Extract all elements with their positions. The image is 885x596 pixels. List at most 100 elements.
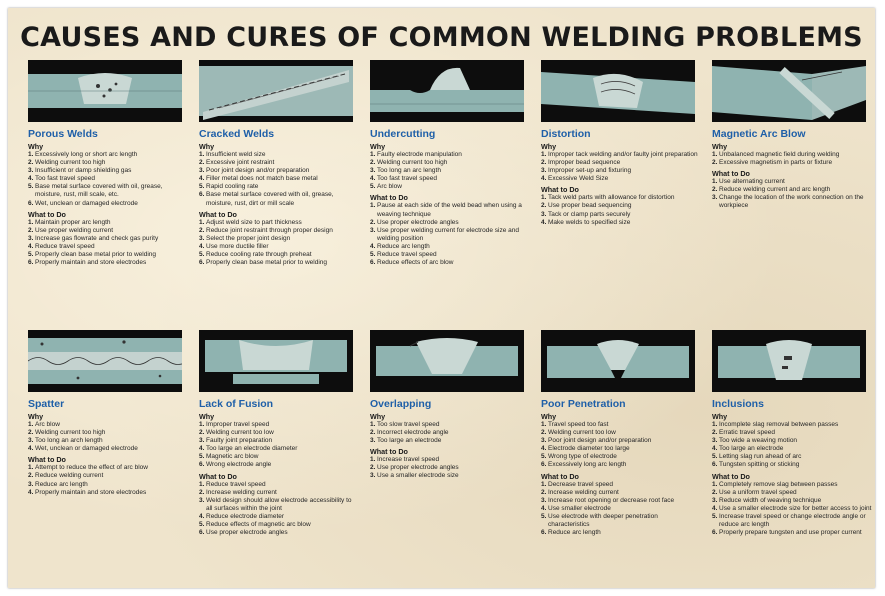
list-item: Welding current too high xyxy=(28,429,106,437)
what-list: Maintain proper arc length Use proper we… xyxy=(28,219,188,268)
list-item: Arc blow xyxy=(28,421,60,429)
what-to-do-heading: What to Do xyxy=(712,169,750,179)
card-distortion: Distortion Why Improper tack welding and… xyxy=(541,60,701,227)
why-list: Unbalanced magnetic field during welding… xyxy=(712,151,872,167)
list-item: Properly maintain and store electrodes xyxy=(28,259,147,267)
card-title: Cracked Welds xyxy=(199,128,275,140)
list-item: Reduce arc length xyxy=(28,480,88,489)
card-magnetic-arc-blow: Magnetic Arc Blow Why Unbalanced magneti… xyxy=(712,60,872,211)
list-item: Rapid cooling rate xyxy=(199,183,259,191)
list-item: Too wide a weaving motion xyxy=(712,437,798,445)
list-item: Reduce width of weaving technique xyxy=(712,496,822,505)
why-list: Arc blow Welding current too high Too lo… xyxy=(28,421,188,453)
list-item: Welding current too low xyxy=(541,429,616,437)
list-item: Reduce arc length xyxy=(370,242,430,251)
list-item: Attempt to reduce the effect of arc blow xyxy=(28,464,148,472)
list-item: Increase root opening or decrease root f… xyxy=(541,496,675,505)
why-heading: Why xyxy=(28,142,44,151)
list-item: Wrong type of electrode xyxy=(541,453,617,461)
why-list: Improper travel speed Welding current to… xyxy=(199,421,359,470)
why-list: Incomplete slag removal between passes E… xyxy=(712,421,872,470)
card-title: Lack of Fusion xyxy=(199,398,274,410)
what-list: Increase travel speed Use proper electro… xyxy=(370,456,530,480)
lack-of-fusion-illustration xyxy=(199,330,353,392)
card-title: Spatter xyxy=(28,398,65,410)
why-heading: Why xyxy=(541,142,557,151)
spatter-illustration xyxy=(28,330,182,392)
distortion-illustration xyxy=(541,60,695,122)
list-item: Increase welding current xyxy=(199,488,277,497)
list-item: Reduce travel speed xyxy=(28,242,95,251)
list-item: Base metal surface covered with oil, gre… xyxy=(199,191,334,207)
list-item: Electrode diameter too large xyxy=(541,445,630,453)
why-heading: Why xyxy=(541,412,557,421)
what-list: Tack weld parts with allowance for disto… xyxy=(541,194,701,226)
list-item: Poor joint design and/or preparation xyxy=(199,167,310,175)
list-item: Too large an electrode xyxy=(712,445,784,453)
overlapping-illustration xyxy=(370,330,524,392)
list-item: Use a smaller electrode size xyxy=(370,472,459,480)
list-item: Adjust weld size to part thickness xyxy=(199,218,302,227)
why-heading: Why xyxy=(370,142,386,151)
why-list: Improper tack welding and/or faulty join… xyxy=(541,151,701,183)
list-item: Wet, unclean or damaged electrode xyxy=(28,199,138,208)
list-item: Improper set-up and fixturing xyxy=(541,167,632,175)
list-item: Too large an electrode diameter xyxy=(199,445,298,453)
what-to-do-heading: What to Do xyxy=(541,471,579,481)
list-item: Decrease travel speed xyxy=(541,480,614,489)
list-item: Maintain proper arc length xyxy=(28,218,111,227)
card-porous-welds: Porous Welds Why Excessively long or sho… xyxy=(28,60,188,267)
list-item: Excessively long arc length xyxy=(541,461,627,469)
list-item: Change the location of the work connecti… xyxy=(712,194,864,210)
list-item: Magnetic arc blow xyxy=(199,453,259,461)
list-item: Improper travel speed xyxy=(199,421,270,429)
why-heading: Why xyxy=(712,412,728,421)
list-item: Reduce electrode diameter xyxy=(199,512,285,521)
what-list: Completely remove slag between passes Us… xyxy=(712,481,872,538)
list-item: Tungsten spitting or sticking xyxy=(712,461,800,469)
list-item: Insufficient weld size xyxy=(199,151,266,159)
card-overlapping: Overlapping Why Too slow travel speed In… xyxy=(370,330,530,481)
list-item: Reduce cooling rate through preheat xyxy=(199,251,312,259)
what-to-do-heading: What to Do xyxy=(28,209,66,219)
card-poor-penetration: Poor Penetration Why Travel speed too fa… xyxy=(541,330,701,537)
why-list: Insufficient weld size Excessive joint r… xyxy=(199,151,359,208)
what-list: Pause at each side of the weld bead when… xyxy=(370,202,530,267)
list-item: Reduce effects of magnetic arc blow xyxy=(199,521,311,529)
what-to-do-heading: What to Do xyxy=(370,447,408,457)
list-item: Filler metal does not match base metal xyxy=(199,175,318,183)
list-item: Wet, unclean or damaged electrode xyxy=(28,445,138,453)
list-item: Use smaller electrode xyxy=(541,504,611,513)
why-heading: Why xyxy=(370,412,386,421)
card-title: Magnetic Arc Blow xyxy=(712,128,806,140)
card-title: Poor Penetration xyxy=(541,398,626,410)
list-item: Faulty electrode manipulation xyxy=(370,151,462,159)
list-item: Weld design should allow electrode acces… xyxy=(199,496,352,512)
list-item: Increase gas flowrate and check gas puri… xyxy=(28,234,159,243)
list-item: Make welds to specified size xyxy=(541,218,631,227)
list-item: Use proper welding current xyxy=(28,226,114,235)
card-title: Porous Welds xyxy=(28,128,98,140)
card-undercutting: Undercutting Why Faulty electrode manipu… xyxy=(370,60,530,267)
list-item: Wrong electrode angle xyxy=(199,461,272,469)
why-list: Excessively long or short arc length Wel… xyxy=(28,151,188,208)
poster: CAUSES AND CURES OF COMMON WELDING PROBL… xyxy=(8,8,875,588)
list-item: Use alternating current xyxy=(712,178,785,186)
inclusions-illustration xyxy=(712,330,866,392)
list-item: Properly prepare tungsten and use proper… xyxy=(712,529,862,537)
list-item: Tack or clamp parts securely xyxy=(541,210,631,219)
list-item: Excessive magnetism in parts or fixture xyxy=(712,159,833,167)
list-item: Incorrect electrode angle xyxy=(370,429,449,437)
why-heading: Why xyxy=(712,142,728,151)
list-item: Too large an electrode xyxy=(370,437,442,445)
list-item: Excessive Weld Size xyxy=(541,175,609,183)
what-list: Use alternating current Reduce welding c… xyxy=(712,178,872,210)
list-item: Properly maintain and store electrodes xyxy=(28,488,147,497)
list-item: Select the proper joint design xyxy=(199,234,291,243)
card-title: Overlapping xyxy=(370,398,432,410)
list-item: Use a uniform travel speed xyxy=(712,488,797,497)
list-item: Improper tack welding and/or faulty join… xyxy=(541,151,698,159)
list-item: Properly clean base metal prior to weldi… xyxy=(199,259,328,267)
list-item: Reduce welding current and arc length xyxy=(712,186,831,194)
list-item: Excessive joint restraint xyxy=(199,159,275,167)
